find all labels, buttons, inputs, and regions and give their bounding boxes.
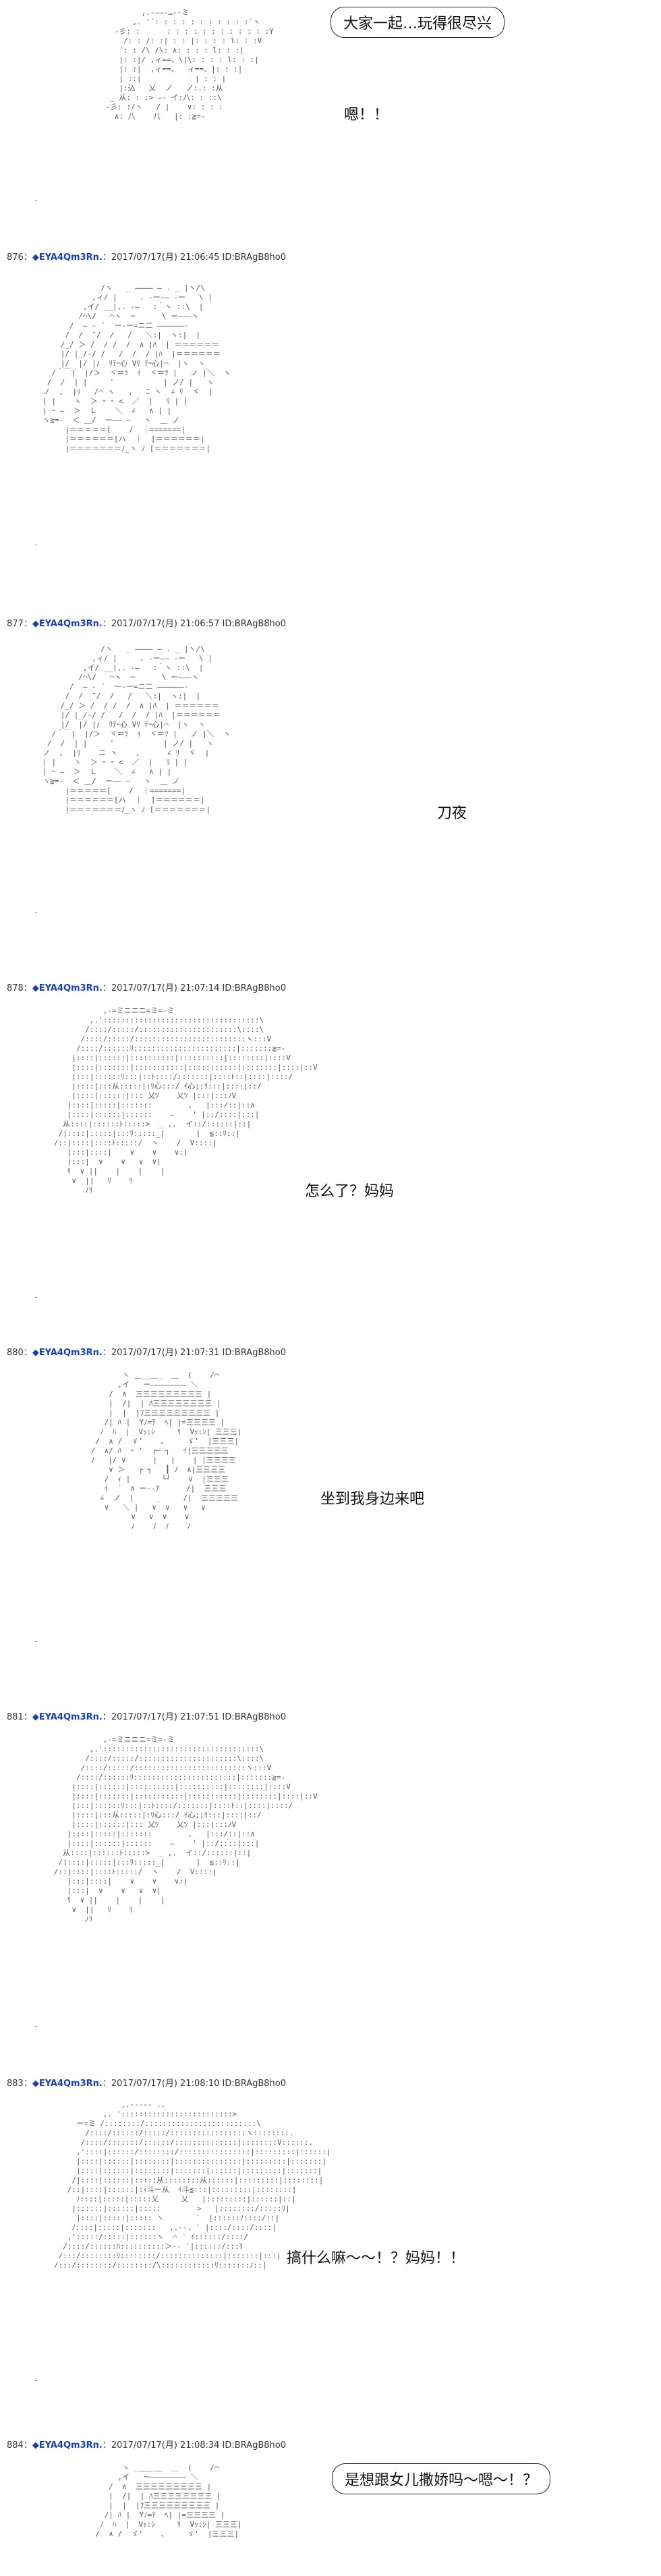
post-0: ,.-――‐…‐-ミ ,. '´: : : : : : : : : : :`ヽ … — [0, 0, 661, 229]
post-meta: ：2017/07/17(月) 21:06:57 ID:BRAgB8ho0 — [102, 619, 286, 629]
poster-name-link[interactable]: ◆EYA4Qm3Rn. — [32, 2079, 103, 2089]
ascii-art: ヽ ＿__＿_ ＿ ( /⌒ ,イ ー―――――――― ＼ / ∧ 三三三三三三… — [95, 2463, 242, 2538]
post-header: 883：◆EYA4Qm3Rn.：2017/07/17(月) 21:08:10 I… — [7, 2076, 286, 2089]
post-number: 883： — [7, 2079, 32, 2089]
speech-bubble: 大家一起…玩得很尽兴 — [330, 7, 505, 38]
post-883: 883：◆EYA4Qm3Rn.：2017/07/17(月) 21:08:10 I… — [0, 2072, 661, 2423]
ascii-art: ,-=ミニニニ=ミ=-ミ ,.'::::::::::::::::::::::::… — [53, 1735, 318, 1923]
ascii-art: ,.-――‐…‐-ミ ,. '´: : : : : : : : : : :`ヽ … — [105, 8, 274, 121]
ascii-art: ,.--‐‐- .. ,. ':::::::::::::::::::::::::… — [53, 2100, 331, 2270]
ascii-art: ,-=ミニニニ=ミ=-ミ ,.'::::::::::::::::::::::::… — [53, 1006, 318, 1195]
separator-dot: - — [34, 2376, 39, 2385]
post-meta: ：2017/07/17(月) 21:07:51 ID:BRAgB8ho0 — [102, 1712, 286, 1722]
poster-name-link[interactable]: ◆EYA4Qm3Rn. — [32, 2440, 103, 2450]
dialogue-text: 怎么了？妈妈 — [305, 1183, 395, 1200]
poster-name-link[interactable]: ◆EYA4Qm3Rn. — [32, 252, 103, 263]
ascii-art: /ヽ _ ―――― ― . _ |ヽ/\ ,ィ/ | . -ー―― -ー \ |… — [42, 283, 231, 453]
post-meta: ：2017/07/17(月) 21:07:14 ID:BRAgB8ho0 — [102, 983, 286, 993]
post-header: 881：◆EYA4Qm3Rn.：2017/07/17(月) 21:07:51 I… — [7, 1709, 286, 1722]
post-meta: ：2017/07/17(月) 21:06:45 ID:BRAgB8ho0 — [102, 252, 286, 263]
post-876: 876：◆EYA4Qm3Rn.：2017/07/17(月) 21:06:45 I… — [0, 243, 661, 601]
post-881: 881：◆EYA4Qm3Rn.：2017/07/17(月) 21:07:51 I… — [0, 1704, 661, 2062]
post-880: 880：◆EYA4Qm3Rn.：2017/07/17(月) 21:07:31 I… — [0, 1340, 661, 1697]
poster-name-link[interactable]: ◆EYA4Qm3Rn. — [32, 1348, 103, 1358]
separator-dot: - — [34, 196, 39, 205]
poster-name-link[interactable]: ◆EYA4Qm3Rn. — [32, 983, 103, 993]
post-884: 884：◆EYA4Qm3Rn.：2017/07/17(月) 21:08:34 I… — [0, 2434, 661, 2576]
post-number: 880： — [7, 1348, 32, 1358]
separator-dot: - — [34, 540, 39, 549]
separator-dot: - — [34, 1292, 39, 1302]
post-number: 881： — [7, 1712, 32, 1722]
post-header: 878：◆EYA4Qm3Rn.：2017/07/17(月) 21:07:14 I… — [7, 981, 286, 993]
speech-bubble: 是想跟女儿撒娇吗～嗯～！？ — [332, 2463, 551, 2494]
dialogue-text: 嗯！！ — [344, 107, 389, 124]
dialogue-text: 搞什么嘛～～！？妈妈！！ — [287, 2250, 465, 2267]
post-number: 877： — [7, 619, 32, 629]
separator-dot: - — [34, 2021, 39, 2031]
poster-name-link[interactable]: ◆EYA4Qm3Rn. — [32, 1712, 103, 1722]
ascii-art: ヽ ＿__＿_ ＿ ( /⌒ ,イ ー―――――――― ＼ / ∧ 三三三三三三… — [90, 1371, 242, 1531]
post-header: 877：◆EYA4Qm3Rn.：2017/07/17(月) 21:06:57 I… — [7, 616, 286, 629]
post-meta: ：2017/07/17(月) 21:07:31 ID:BRAgB8ho0 — [102, 1348, 286, 1358]
separator-dot: - — [34, 1637, 39, 1646]
post-878: 878：◆EYA4Qm3Rn.：2017/07/17(月) 21:07:14 I… — [0, 975, 661, 1333]
post-header: 884：◆EYA4Qm3Rn.：2017/07/17(月) 21:08:34 I… — [7, 2438, 286, 2450]
ascii-art: /ヽ _ ―――― ― . _ |ヽ/\ ,ィ/ | . -ー―― -ー \ |… — [42, 645, 231, 814]
post-number: 876： — [7, 252, 32, 263]
post-meta: ：2017/07/17(月) 21:08:34 ID:BRAgB8ho0 — [102, 2440, 286, 2450]
post-number: 878： — [7, 983, 32, 993]
dialogue-text: 刀夜 — [437, 805, 467, 822]
poster-name-link[interactable]: ◆EYA4Qm3Rn. — [32, 619, 103, 629]
post-header: 876：◆EYA4Qm3Rn.：2017/07/17(月) 21:06:45 I… — [7, 250, 286, 263]
post-877: 877：◆EYA4Qm3Rn.：2017/07/17(月) 21:06:57 I… — [0, 611, 661, 962]
post-header: 880：◆EYA4Qm3Rn.：2017/07/17(月) 21:07:31 I… — [7, 1345, 286, 1358]
separator-dot: - — [34, 908, 39, 917]
dialogue-text: 坐到我身边来吧 — [320, 1491, 425, 1508]
post-meta: ：2017/07/17(月) 21:08:10 ID:BRAgB8ho0 — [102, 2079, 286, 2089]
post-number: 884： — [7, 2440, 32, 2450]
